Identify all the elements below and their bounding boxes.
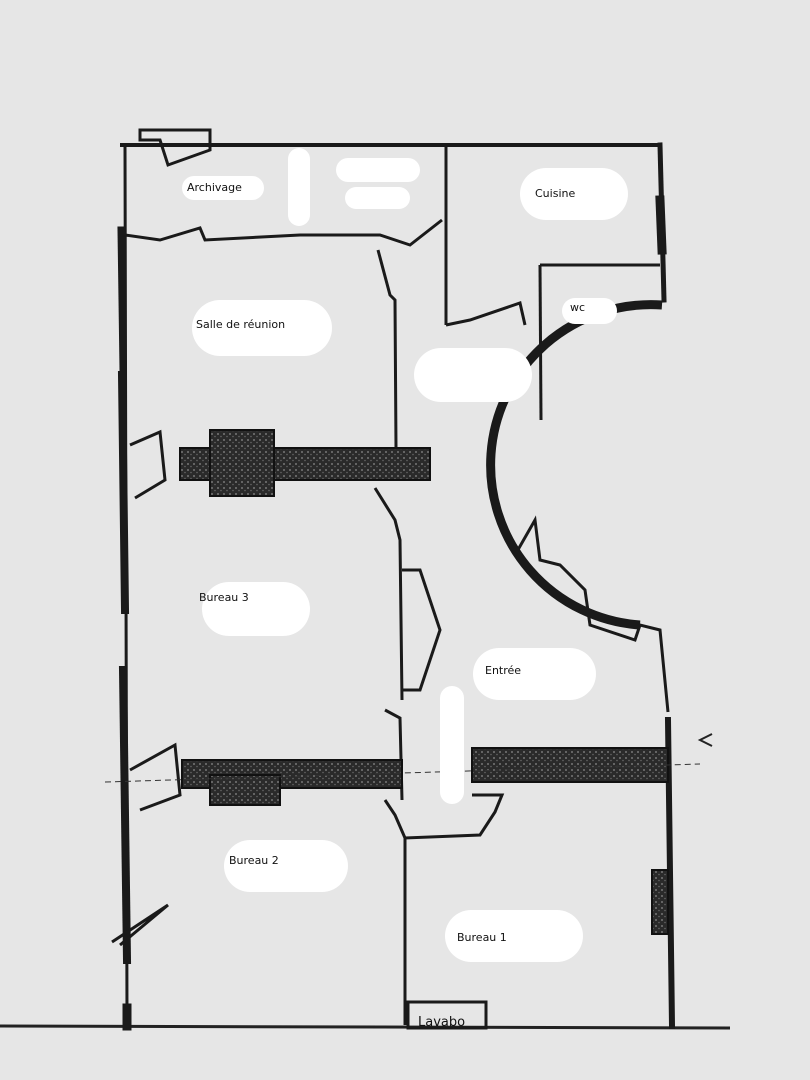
- room-label-bureau3: Bureau 3: [199, 591, 249, 604]
- room-label-bureau2: Bureau 2: [229, 854, 279, 867]
- label-bg: [562, 298, 617, 324]
- hatched-walls: [179, 429, 669, 935]
- room-label-cuisine: Cuisine: [535, 187, 576, 200]
- label-bg: [202, 582, 310, 636]
- label-bg: [473, 648, 596, 700]
- mask-blob: [345, 187, 410, 209]
- interior-walls: [111, 145, 660, 1025]
- room-label-wc: wc: [570, 301, 586, 314]
- room-label-bureau1: Bureau 1: [457, 931, 507, 944]
- mask-blob: [414, 348, 532, 402]
- mask-blob: [288, 148, 310, 226]
- ground-line: [0, 1024, 731, 1030]
- label-bg: [520, 168, 628, 220]
- corner-detail: [138, 128, 212, 167]
- room-label-entree: Entrée: [485, 664, 522, 677]
- outer-walls: [117, 142, 676, 1031]
- label-bg: [192, 300, 332, 356]
- mask-blob: [336, 158, 420, 182]
- label-bg: [182, 176, 264, 200]
- door-leaf: [513, 515, 670, 713]
- lavabo-fixture: [406, 1000, 488, 1030]
- room-label-archivage: Archivage: [187, 181, 242, 194]
- mask-blob: [440, 686, 464, 804]
- section-arrow: [697, 733, 713, 747]
- label-bg: [224, 840, 348, 892]
- room-label-reunion: Salle de réunion: [196, 318, 286, 331]
- lavabo-label: Lavabo: [418, 1015, 465, 1030]
- label-bg: [445, 910, 583, 962]
